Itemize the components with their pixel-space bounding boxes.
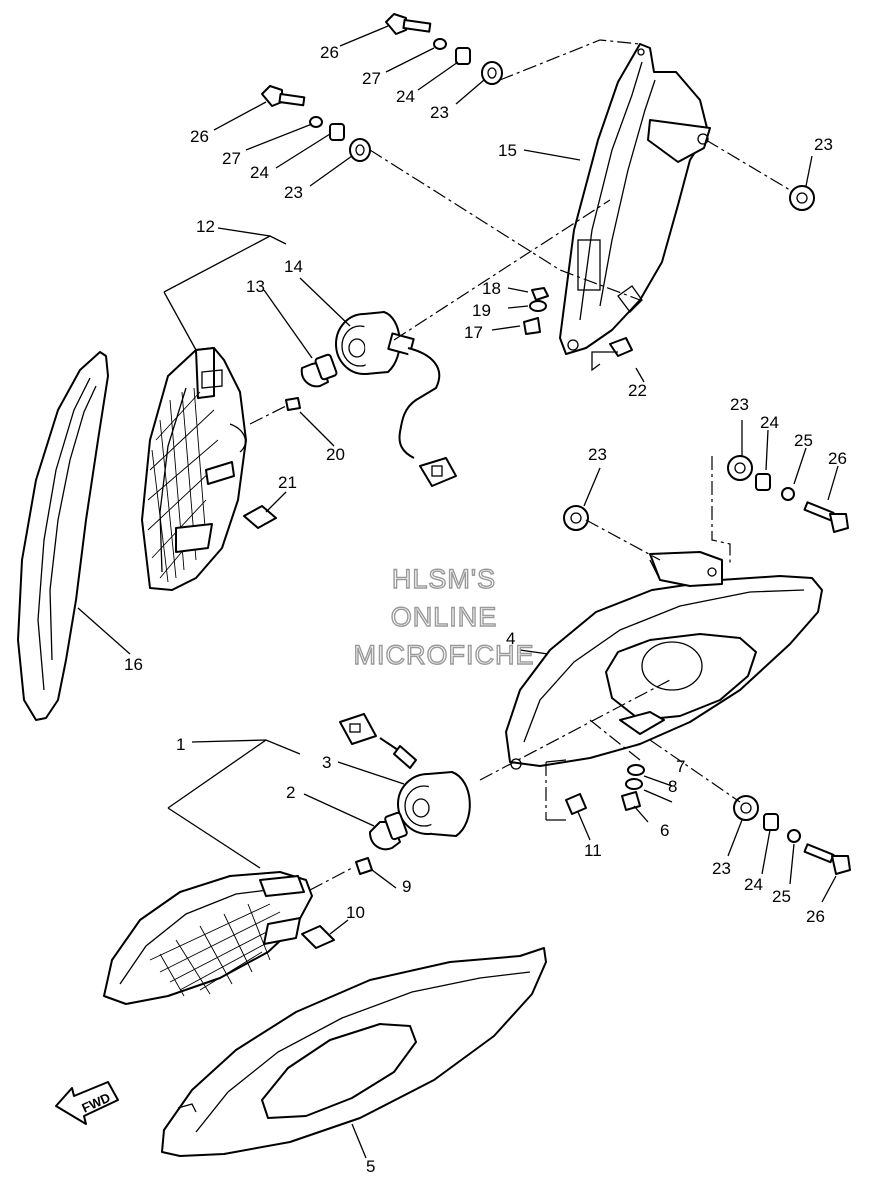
- watermark: HLSM'S ONLINE MICROFICHE: [353, 563, 535, 670]
- callout-26: 26: [320, 43, 339, 62]
- callout-24: 24: [250, 163, 269, 182]
- callout-18: 18: [482, 279, 501, 298]
- headlight-bracket-upper: [559, 43, 711, 355]
- callout-23: 23: [430, 103, 449, 122]
- callout-1: 1: [176, 735, 185, 754]
- callout-10: 10: [346, 903, 365, 922]
- callout-24: 24: [760, 413, 779, 432]
- forward-direction-arrow: FWD: [55, 1081, 119, 1125]
- leader-lines: [77, 25, 839, 1159]
- callout-8: 8: [668, 777, 677, 796]
- outer-cover-lower: [161, 947, 547, 1157]
- callout-3: 3: [322, 753, 331, 772]
- bulb-socket-upper: [335, 311, 457, 487]
- callout-24: 24: [396, 87, 415, 106]
- watermark-line-1: HLSM'S: [392, 564, 496, 594]
- callout-14: 14: [284, 257, 303, 276]
- headlight-lens-upper: [141, 347, 247, 591]
- headlight-lens-lower: [103, 871, 313, 1005]
- callout-5: 5: [366, 1157, 375, 1176]
- callout-24: 24: [744, 875, 763, 894]
- callout-22: 22: [628, 381, 647, 400]
- callout-21: 21: [278, 473, 297, 492]
- callout-26: 26: [190, 127, 209, 146]
- callout-19: 19: [472, 301, 491, 320]
- hardware-fasteners: [243, 13, 851, 949]
- callout-23: 23: [588, 445, 607, 464]
- callout-4: 4: [506, 629, 515, 648]
- callout-23: 23: [814, 135, 833, 154]
- callout-17: 17: [464, 323, 483, 342]
- callout-26: 26: [828, 449, 847, 468]
- callout-25: 25: [772, 887, 791, 906]
- callout-2: 2: [286, 783, 295, 802]
- headlight-housing-lower: [505, 551, 823, 770]
- callout-23: 23: [284, 183, 303, 202]
- bulb-lower: [369, 811, 408, 851]
- callout-13: 13: [246, 277, 265, 296]
- assembly-lines: [249, 39, 791, 891]
- callout-12: 12: [196, 217, 215, 236]
- callout-23: 23: [712, 859, 731, 878]
- watermark-line-2: ONLINE: [391, 602, 498, 632]
- callout-16: 16: [124, 655, 143, 674]
- callout-27: 27: [362, 69, 381, 88]
- callout-11: 11: [584, 841, 602, 860]
- callout-7: 7: [676, 757, 685, 776]
- bulb-upper: [300, 353, 338, 388]
- callout-9: 9: [402, 877, 411, 896]
- callout-15: 15: [498, 141, 517, 160]
- callout-25: 25: [794, 431, 813, 450]
- callout-20: 20: [326, 445, 345, 464]
- callout-27: 27: [222, 149, 241, 168]
- callout-23: 23: [730, 395, 749, 414]
- bulb-socket-lower: [339, 713, 471, 837]
- watermark-line-3: MICROFICHE: [354, 640, 535, 670]
- callout-6: 6: [660, 821, 669, 840]
- outer-cover-upper: [17, 351, 109, 721]
- callout-26: 26: [806, 907, 825, 926]
- callout-numbers: 26 27 24 23 26 27 24 23 15 23 12 13 14 1…: [124, 43, 847, 1176]
